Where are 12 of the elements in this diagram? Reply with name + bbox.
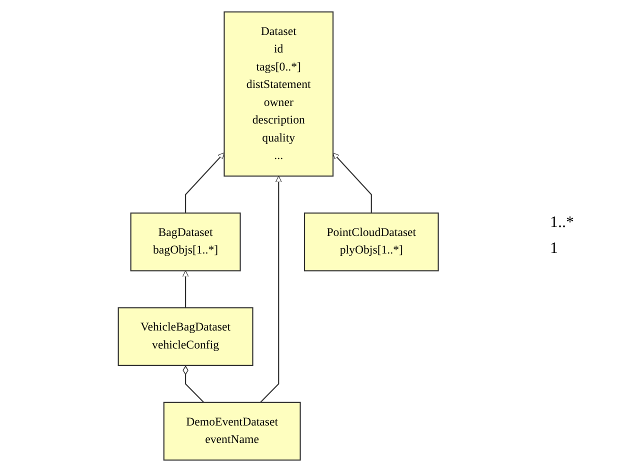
multiplicity-label: 1..*	[550, 214, 575, 232]
multiplicity-label: 1	[550, 240, 559, 258]
arrow	[182, 270, 188, 308]
node-box: Dataset id tags[0..*] distStatement owner description quality ...	[223, 11, 334, 177]
node-box: VehicleBagDataset vehicleConfig	[117, 307, 253, 366]
arrow	[332, 152, 372, 214]
node-box: PointCloudDataset plyObjs[1..*]	[304, 212, 439, 272]
node-box: DemoEventDataset eventName	[163, 402, 301, 461]
node-box: BagDataset bagObjs[1..*]	[130, 212, 240, 272]
connector	[182, 365, 204, 403]
arrow	[260, 176, 282, 403]
arrow	[184, 152, 224, 214]
